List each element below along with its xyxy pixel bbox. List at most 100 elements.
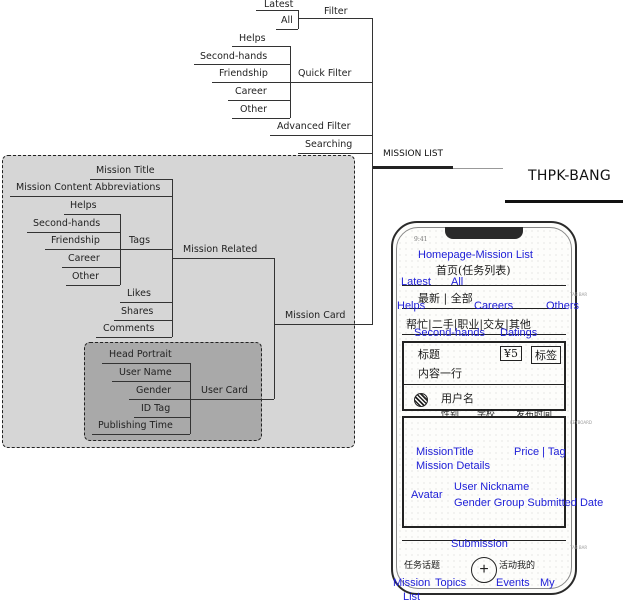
annot-latest: Latest xyxy=(401,276,431,288)
annot-homepage: Homepage-Mission List xyxy=(418,249,533,261)
node-latest: Latest xyxy=(264,0,294,10)
hand-card-meta-school: 学校 xyxy=(477,410,496,420)
node-comments: Comments xyxy=(103,323,155,334)
annot-second-hands: Second-hands xyxy=(414,327,485,339)
hand-card-content: 内容一行 xyxy=(418,367,462,380)
node-all: All xyxy=(281,15,293,26)
hand-card-2 xyxy=(402,416,566,528)
annot-avatar: Avatar xyxy=(411,489,443,501)
connector xyxy=(274,324,282,325)
connector xyxy=(126,249,172,250)
annot-mission-title: MissionTitle xyxy=(416,446,474,458)
connector xyxy=(453,168,503,169)
connector xyxy=(232,118,290,119)
user-card-group xyxy=(84,342,262,441)
node-publishing-time: Publishing Time xyxy=(98,420,173,431)
side-note: TAB BAR xyxy=(570,545,588,550)
hand-card-meta-gender: 性别 xyxy=(441,410,460,420)
connector xyxy=(212,82,290,83)
connector xyxy=(92,434,190,435)
connector xyxy=(180,258,274,259)
node-quick-career: Career xyxy=(235,86,267,97)
node-content-abbreviations: Mission Content Abbreviations xyxy=(16,182,161,193)
node-quick-filter: Quick Filter xyxy=(298,68,352,79)
annot-mission-details: Mission Details xyxy=(416,460,490,472)
annot-list: List xyxy=(403,591,421,603)
node-tag-career: Career xyxy=(68,253,100,264)
annot-topics: Topics xyxy=(435,577,467,589)
add-button-icon[interactable]: + xyxy=(471,557,497,583)
connector xyxy=(190,363,191,434)
node-id-tag: ID Tag xyxy=(141,403,171,414)
node-quick-second-hands: Second-hands xyxy=(200,51,268,62)
connector xyxy=(198,399,274,400)
hand-divider xyxy=(402,285,566,286)
node-mission-related: Mission Related xyxy=(183,244,258,255)
node-tags: Tags xyxy=(129,235,151,246)
node-mission-title: Mission Title xyxy=(96,165,155,176)
node-head-portrait: Head Portrait xyxy=(109,349,172,360)
hand-divider xyxy=(402,540,566,541)
connector xyxy=(190,399,198,400)
connector xyxy=(298,18,320,19)
side-note: KEYBOARD xyxy=(570,420,592,425)
avatar-icon xyxy=(414,393,428,407)
node-mission-card: Mission Card xyxy=(285,310,346,321)
connector xyxy=(10,196,172,197)
connector xyxy=(290,82,296,83)
mission-list-label: MISSION LIST xyxy=(383,149,444,159)
connector xyxy=(276,29,298,30)
side-note: TAB BAR xyxy=(570,292,588,297)
connector xyxy=(114,320,172,321)
hand-card-price: ¥5 xyxy=(500,346,522,361)
connector xyxy=(102,363,190,364)
node-quick-helps: Helps xyxy=(239,33,266,44)
node-tag-friendship: Friendship xyxy=(51,235,100,246)
hand-tags-row: 帮忙|二手|职业|交友|其他 xyxy=(406,318,531,331)
annot-price-tag: Price | Tag xyxy=(514,446,566,458)
hand-divider xyxy=(402,334,566,335)
node-advanced-filter: Advanced Filter xyxy=(277,121,351,132)
connector xyxy=(298,153,372,154)
hand-divider xyxy=(402,308,566,309)
annot-gender-group: Gender Group Submitted Date xyxy=(454,497,604,509)
connector xyxy=(120,302,172,303)
connector xyxy=(274,258,275,399)
status-time: 9:41 xyxy=(414,236,428,243)
annot-all: All xyxy=(451,276,464,288)
annot-my: My xyxy=(540,577,555,589)
connector xyxy=(96,337,172,338)
annot-careers: Careers xyxy=(474,300,514,312)
hand-nav-right: 活动我的 xyxy=(499,561,536,571)
connector xyxy=(134,417,190,418)
connector xyxy=(296,82,372,83)
hand-divider xyxy=(402,384,566,385)
connector xyxy=(298,10,299,29)
connector xyxy=(232,46,290,47)
connector xyxy=(270,135,372,136)
annot-mission: Mission xyxy=(393,577,431,589)
hand-nav-left: 任务话题 xyxy=(404,561,441,571)
node-user-name: User Name xyxy=(119,367,172,378)
phone-screen xyxy=(396,227,572,589)
node-likes: Likes xyxy=(127,288,151,299)
node-quick-friendship: Friendship xyxy=(219,68,268,79)
node-tag-other: Other xyxy=(72,271,99,282)
node-tag-helps: Helps xyxy=(70,200,97,211)
connector xyxy=(129,399,190,400)
hand-card-meta-date: 发布时间 xyxy=(516,410,553,420)
connector xyxy=(256,10,298,11)
node-searching: Searching xyxy=(305,139,353,150)
title-underline xyxy=(505,200,623,203)
connector xyxy=(194,64,290,65)
node-gender: Gender xyxy=(136,385,172,396)
connector xyxy=(112,381,190,382)
node-filter: Filter xyxy=(324,6,348,17)
annot-submission: Submission xyxy=(451,538,508,550)
hand-card-user: 用户名 xyxy=(441,392,474,405)
connector xyxy=(228,100,290,101)
mission-list-underline xyxy=(373,166,453,169)
connector xyxy=(320,18,372,19)
connector xyxy=(64,214,120,215)
